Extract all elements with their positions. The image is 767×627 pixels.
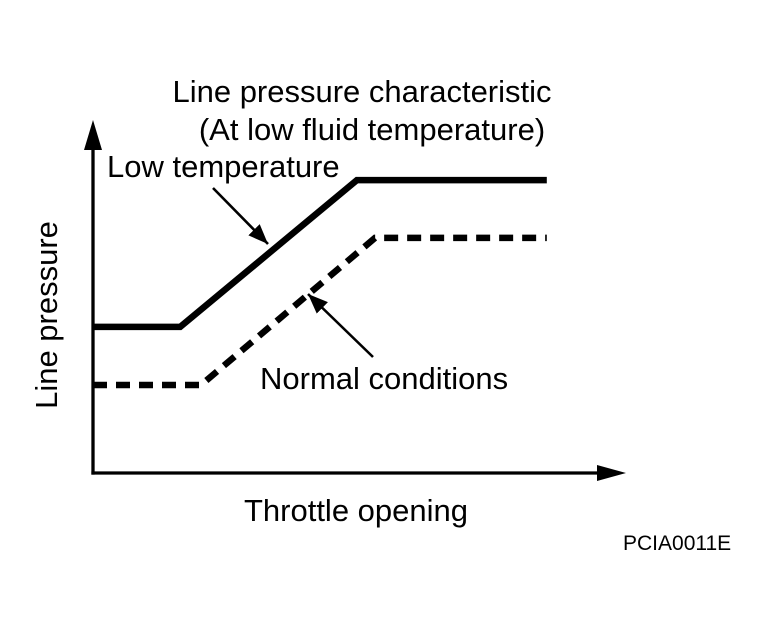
figure-code: PCIA0011E <box>623 532 731 555</box>
label-low-temperature: Low temperature <box>107 149 340 184</box>
pointer-arrow-normal-conditions <box>307 293 374 358</box>
label-normal-conditions: Normal conditions <box>260 361 508 396</box>
x-axis-label: Throttle opening <box>244 493 468 528</box>
y-axis-arrowhead <box>84 120 102 150</box>
axes <box>84 120 626 481</box>
series-normal-conditions <box>93 234 547 389</box>
series-low-temperature <box>93 176 547 331</box>
pointer-arrow-low-temperature <box>212 187 269 245</box>
annotation-arrows <box>212 187 374 358</box>
x-axis-arrowhead <box>597 465 626 481</box>
y-axis-label: Line pressure <box>29 221 64 409</box>
chart-subtitle: (At low fluid temperature) <box>199 112 545 147</box>
series-lines <box>93 176 547 389</box>
chart-title: Line pressure characteristic <box>172 74 551 109</box>
